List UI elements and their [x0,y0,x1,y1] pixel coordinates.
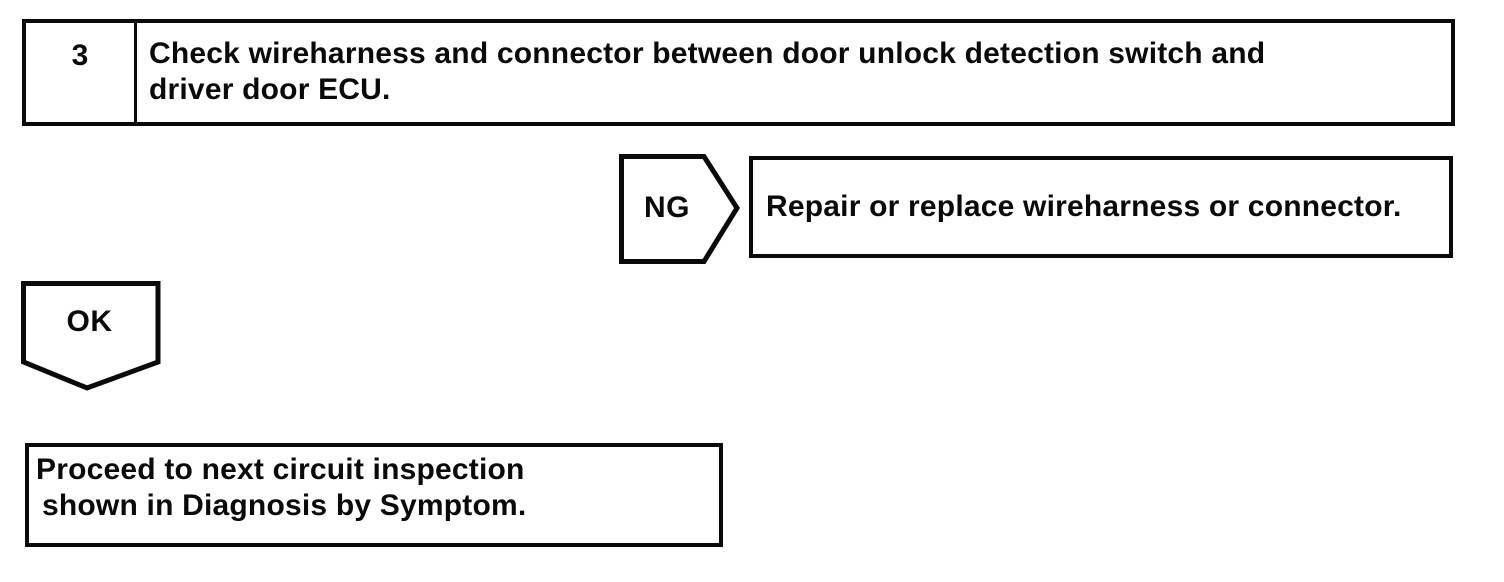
ng-result-box: Repair or replace wireharness or connect… [749,156,1453,258]
step-instruction-line-1: Check wireharness and connector between … [149,37,1266,70]
step-instruction: Check wireharness and connector between … [137,23,1451,122]
ng-label: NG [644,191,690,224]
ng-pentagon-icon [619,154,740,264]
step-instruction-line-2: driver door ECU. [149,73,391,106]
ok-result-line-1: Proceed to next circuit inspection [36,453,525,486]
ng-connector: NG [619,154,740,264]
ok-label: OK [66,304,113,338]
ng-result-text: Repair or replace wireharness or connect… [766,190,1402,223]
ok-result-line-2: shown in Diagnosis by Symptom. [42,489,527,522]
step-number-cell: 3 [26,23,137,122]
step-box: 3 Check wireharness and connector betwee… [22,19,1455,126]
ok-connector: OK [21,281,161,391]
ok-result-box: Proceed to next circuit inspection shown… [25,443,723,547]
step-number: 3 [71,39,89,72]
ok-pentagon-icon [21,281,161,391]
